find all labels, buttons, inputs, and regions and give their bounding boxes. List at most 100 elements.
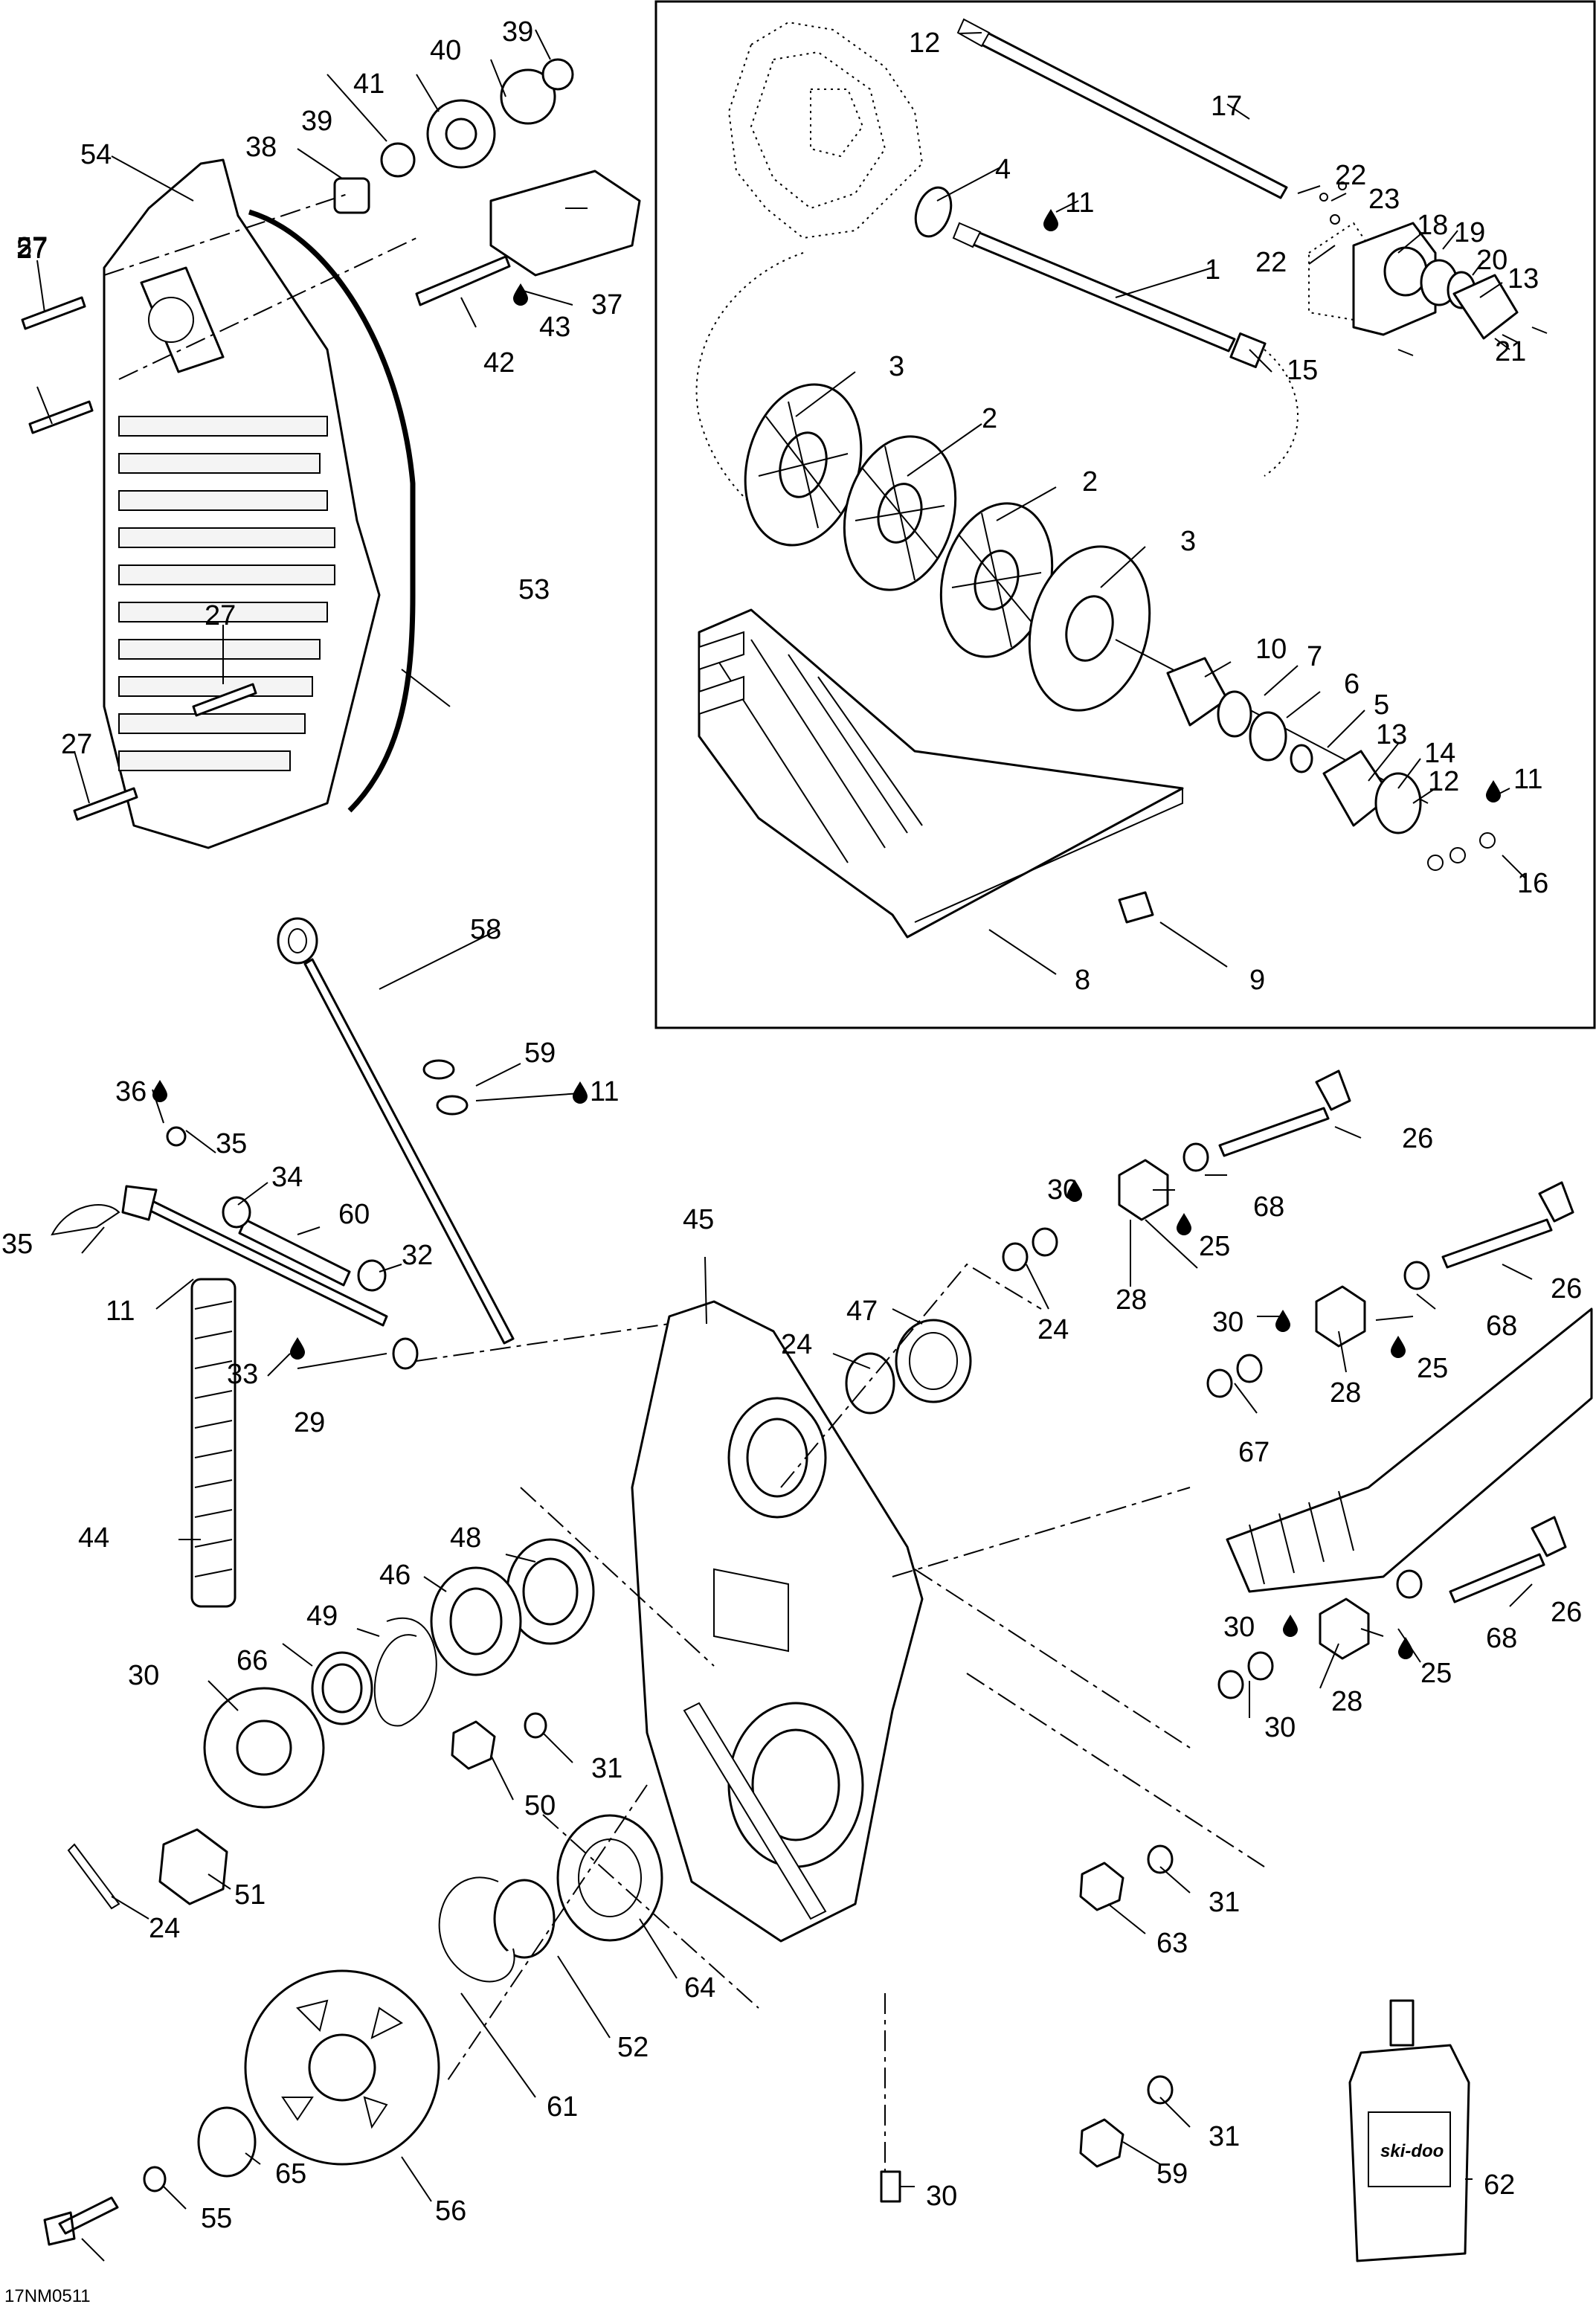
tensioner-bolt-32	[121, 1185, 388, 1327]
callout-label: 14	[1424, 738, 1455, 769]
cotter-60	[51, 1204, 120, 1236]
cotter-pin-51	[67, 1843, 120, 1910]
o-ring-58b	[436, 1095, 469, 1116]
callout-label: 64	[684, 1972, 715, 2004]
track-clip-9	[1118, 891, 1154, 924]
callout-label: 48	[450, 1522, 481, 1554]
callout-label: 37	[591, 289, 622, 321]
spring-34	[238, 1218, 351, 1287]
callout-label: 8	[1075, 965, 1090, 996]
sprocket-2-b	[939, 502, 1054, 658]
seal-4	[914, 186, 953, 238]
callout-label: 27	[16, 234, 48, 265]
circlip-52	[438, 1876, 515, 1983]
castle-nut-50	[158, 1828, 228, 1905]
callout-label: 50	[524, 1790, 556, 1821]
callout-label: 25	[1420, 1658, 1452, 1689]
callout-label: 39	[502, 16, 533, 48]
oil-drop-icon	[1043, 209, 1058, 231]
track-8	[698, 608, 1184, 939]
callout-label: 56	[435, 2195, 466, 2227]
callout-label: 46	[379, 1560, 411, 1591]
callout-label: 44	[78, 1522, 109, 1554]
callout-label: 13	[1507, 263, 1539, 295]
lower-sprocket-65	[244, 1969, 440, 2166]
callout-label: 58	[470, 914, 501, 945]
callout-label: 11	[590, 1076, 619, 1107]
callout-label: 40	[430, 35, 461, 66]
callout-label: 25	[1417, 1353, 1448, 1384]
callout-label: 45	[683, 1204, 714, 1235]
callout-label: 51	[234, 1879, 266, 1911]
callout-label: 42	[483, 347, 515, 379]
diagram-code: 17NM0511	[4, 2286, 91, 2306]
sprocket-2-a	[843, 435, 957, 591]
sprocket-3-left	[744, 383, 863, 547]
upper-sprocket-66	[203, 1687, 325, 1809]
chain-67	[190, 1278, 236, 1608]
callout-label: 30	[1223, 1612, 1255, 1643]
callout-label: 34	[271, 1162, 303, 1193]
callout-label: 43	[539, 312, 570, 343]
spacer-62	[197, 2106, 257, 2178]
dipstick-57	[277, 917, 515, 1345]
oil-drop-icon	[1177, 1213, 1191, 1235]
callout-label: 24	[149, 1913, 180, 1944]
callout-label: 18	[1417, 210, 1448, 241]
callout-label: 26	[1551, 1273, 1582, 1304]
callout-label: 28	[1116, 1284, 1147, 1316]
drive-end-parts	[1115, 639, 1496, 871]
bolt-set-lower	[1217, 1516, 1567, 1699]
oil-drop-icon	[573, 1081, 588, 1104]
callout-label: 24	[781, 1329, 812, 1360]
callout-label: 30	[1047, 1174, 1078, 1206]
callout-label: 27	[61, 729, 92, 760]
o-ring-58a	[422, 1059, 455, 1080]
callout-label: 4	[995, 154, 1011, 185]
callout-label: 59	[524, 1037, 556, 1069]
callout-label: 7	[1307, 641, 1322, 672]
bolt-55	[43, 2196, 119, 2246]
bolt-set-middle	[1206, 1181, 1574, 1398]
chaincase-housing-ghost	[727, 21, 924, 239]
callout-label: 17	[1211, 91, 1242, 122]
oil-drop-icon	[290, 1337, 305, 1360]
callout-label: 32	[402, 1240, 433, 1271]
callout-label: 30	[926, 2181, 957, 2212]
callout-label: 11	[1065, 187, 1094, 219]
callout-label: 20	[1476, 245, 1507, 276]
oil-drop-icon	[1275, 1310, 1290, 1332]
chaincase-cover-54	[103, 158, 416, 849]
bottle-label: ski-doo	[1380, 2141, 1444, 2161]
oil-drop-icon	[1398, 1637, 1413, 1659]
callout-label: 25	[1199, 1231, 1230, 1262]
callout-label: 62	[1484, 2169, 1515, 2201]
washer-33	[392, 1337, 419, 1370]
callout-label: 38	[245, 132, 277, 163]
track-loop-ghost	[695, 252, 1299, 536]
callout-label: 68	[1253, 1191, 1284, 1223]
callout-label: 61	[547, 2091, 578, 2123]
callout-label: 23	[1368, 184, 1400, 215]
callout-label: 27	[16, 232, 48, 263]
callout-label: 66	[236, 1645, 268, 1676]
callout-label: 39	[301, 106, 332, 137]
callout-label: 3	[1180, 526, 1196, 557]
callout-label: 19	[1454, 217, 1485, 248]
oil-bottle-59: ski-doo	[1348, 1999, 1470, 2262]
callout-label: 49	[306, 1600, 338, 1632]
callout-label: 12	[1428, 766, 1459, 797]
oil-drop-icon	[1486, 780, 1501, 802]
callout-label: 55	[201, 2203, 232, 2234]
bearing-63-inner	[578, 1838, 642, 1917]
callout-label: 53	[518, 574, 550, 605]
washer-36	[166, 1126, 187, 1147]
oil-drop-icon	[513, 283, 528, 306]
callout-label: 31	[1209, 2121, 1240, 2152]
callout-label: 21	[1495, 336, 1526, 367]
callout-label: 16	[1517, 868, 1548, 899]
callout-label: 11	[106, 1296, 135, 1327]
callout-label: 10	[1255, 634, 1287, 665]
callout-labels: 12 17 4 11 1 22 23 22 18 19 20 13 21 15 …	[1, 16, 1582, 2306]
